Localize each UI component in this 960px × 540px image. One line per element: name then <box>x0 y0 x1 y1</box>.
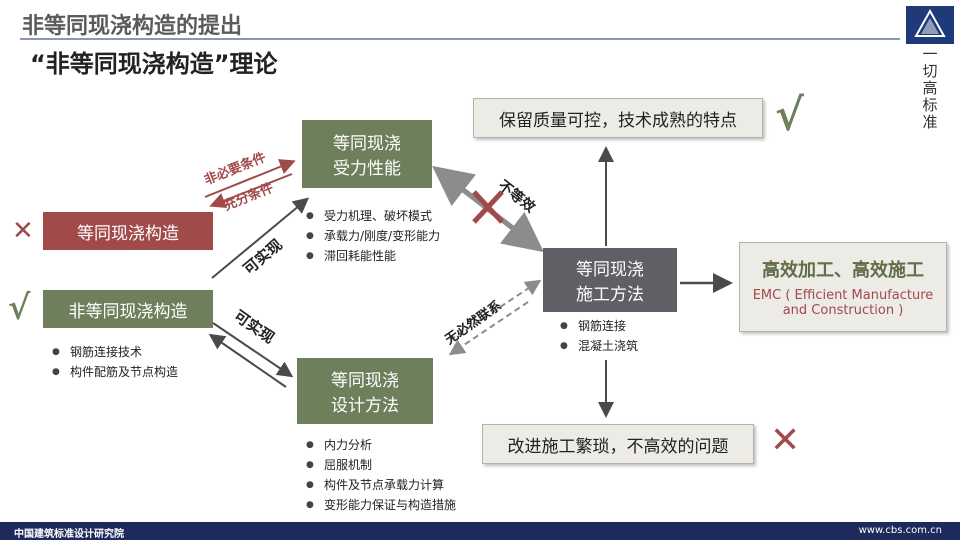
arrow-perf-to-construct <box>209 173 293 209</box>
equal-performance-label: 等同现浇 受力性能 <box>333 134 401 179</box>
equal-design-label: 等同现浇 设计方法 <box>331 371 399 416</box>
list-item: 构件配筋及节点构造 <box>52 362 178 382</box>
arrow-design-to-nonequal <box>208 333 287 388</box>
title-rule <box>20 38 900 40</box>
check-icon: √ <box>8 288 31 328</box>
equal-build-label: 等同现浇 施工方法 <box>576 260 644 305</box>
perf-bullets: 受力机理、破坏模式 承载力/刚度/变形能力 滞回耗能性能 <box>306 206 440 266</box>
equal-performance-box: 等同现浇 受力性能 <box>302 120 432 188</box>
list-item: 变形能力保证与构造措施 <box>306 495 456 515</box>
improve-label: 改进施工繁琐，不高效的问题 <box>507 436 729 457</box>
design-bullets: 内力分析 屈服机制 构件及节点承载力计算 变形能力保证与构造措施 <box>306 435 456 515</box>
improve-box: 改进施工繁琐，不高效的问题 <box>482 424 754 464</box>
emc-line1: EMC ( Efficient Manufacture <box>752 288 934 303</box>
equal-construct-box: 等同现浇构造 <box>43 212 213 250</box>
dashed-design-to-build <box>449 279 542 341</box>
non-equal-bullets: 钢筋连接技术 构件配筋及节点构造 <box>52 342 178 382</box>
emc-line2: and Construction ) <box>782 303 904 318</box>
list-item: 承载力/刚度/变形能力 <box>306 226 440 246</box>
equal-build-box: 等同现浇 施工方法 <box>543 248 677 312</box>
keep-quality-label: 保留质量可控，技术成熟的特点 <box>499 110 737 131</box>
equal-design-box: 等同现浇 设计方法 <box>297 358 433 424</box>
dashed-build-to-design <box>448 301 529 356</box>
footer-org: 中国建筑标准设计研究院 <box>14 529 124 540</box>
list-item: 屈服机制 <box>306 455 456 475</box>
equal-construct-label: 等同现浇构造 <box>77 223 179 244</box>
list-item: 混凝土浇筑 <box>560 336 638 356</box>
footer-url[interactable]: www.cbs.com.cn <box>858 525 942 536</box>
keep-quality-box: 保留质量可控，技术成熟的特点 <box>473 98 763 138</box>
list-item: 受力机理、破坏模式 <box>306 206 440 226</box>
footer-bar <box>0 522 960 540</box>
arrow-nonequal-to-perf <box>211 197 310 279</box>
not-equivalent-cross-icon <box>472 190 504 224</box>
cross-icon: ✕ <box>12 216 34 246</box>
efficient-box: 高效加工、高效施工 EMC ( Efficient Manufacture an… <box>739 242 947 332</box>
check-icon: √ <box>775 90 804 141</box>
arrow-construct-to-perf <box>204 159 296 198</box>
page-title: 非等同现浇构造的提出 <box>22 14 243 39</box>
cross-icon: ✕ <box>770 420 801 461</box>
non-equal-construct-box: 非等同现浇构造 <box>43 290 213 328</box>
list-item: 钢筋连接技术 <box>52 342 178 362</box>
non-equal-construct-label: 非等同现浇构造 <box>68 301 188 322</box>
build-bullets: 钢筋连接 混凝土浇筑 <box>560 316 638 356</box>
list-item: 滞回耗能性能 <box>306 246 440 266</box>
page-subtitle: “非等同现浇构造”理论 <box>30 50 278 78</box>
logo-text: 一切高标准 <box>922 45 938 131</box>
efficient-title: 高效加工、高效施工 <box>762 260 924 281</box>
arrow-nonequal-to-design <box>212 322 294 378</box>
list-item: 内力分析 <box>306 435 456 455</box>
list-item: 构件及节点承载力计算 <box>306 475 456 495</box>
list-item: 钢筋连接 <box>560 316 638 336</box>
logo-icon <box>906 6 954 44</box>
